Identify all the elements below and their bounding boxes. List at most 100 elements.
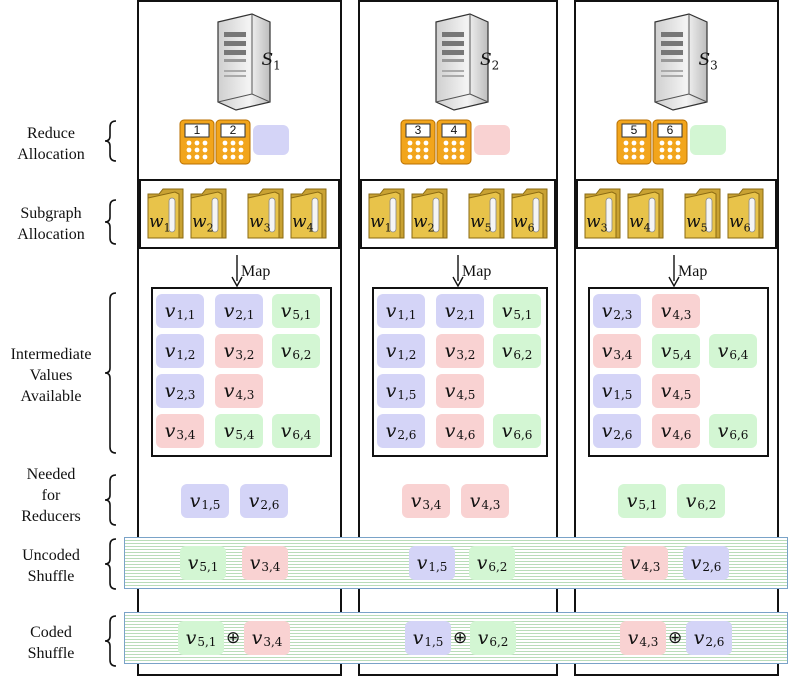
value-letter: v — [660, 300, 672, 322]
value-subscript: 4,3 — [639, 635, 659, 649]
row-label-line: Reducers — [21, 508, 81, 525]
folder-icon — [468, 188, 505, 239]
row-label-line: Shuffle — [27, 645, 75, 662]
map-label: Map — [462, 263, 492, 280]
value-letter: v — [501, 420, 513, 442]
server-label: S3 — [699, 50, 718, 72]
folder-icon — [727, 188, 764, 239]
value-subscript: 2,6 — [705, 635, 725, 649]
server-label-letter: S — [480, 50, 492, 70]
calculator-icon — [215, 119, 251, 165]
calculator-number: 3 — [414, 123, 422, 137]
value-letter: v — [717, 420, 729, 442]
value-subscript: 2,6 — [702, 560, 722, 574]
value-subscript: 3,4 — [176, 428, 196, 442]
value-letter: v — [416, 552, 428, 574]
value-subscript: 6,6 — [729, 428, 749, 442]
value-subscript: 5,1 — [197, 635, 217, 649]
value-letter: v — [385, 380, 397, 402]
value-subscript: 2,3 — [613, 308, 633, 322]
value-letter: v — [660, 420, 672, 442]
server-label-letter: S — [261, 50, 274, 70]
folder-icon — [368, 188, 405, 239]
reducer-color-swatch — [690, 125, 726, 155]
value-letter: v — [385, 340, 397, 362]
folder-icon — [147, 188, 184, 239]
folder-icon — [247, 188, 284, 239]
value-letter: v — [189, 490, 201, 512]
calculator-icon — [436, 119, 472, 165]
folder-icon — [411, 188, 448, 239]
value-letter: v — [690, 552, 702, 574]
value-subscript: 6,2 — [488, 560, 508, 574]
curly-brace-icon — [104, 538, 117, 590]
folder-icon — [190, 188, 227, 239]
folder-icon — [684, 188, 721, 239]
value-letter: v — [164, 340, 176, 362]
value-letter: v — [627, 627, 639, 649]
value-letter: v — [444, 420, 456, 442]
curly-brace-icon — [104, 120, 117, 162]
value-letter: v — [693, 627, 705, 649]
value-subscript: 5,4 — [235, 428, 255, 442]
value-letter: v — [685, 490, 697, 512]
row-label-line: for — [41, 487, 61, 504]
value-letter: v — [164, 380, 176, 402]
value-letter: v — [223, 420, 235, 442]
value-subscript: 4,5 — [456, 388, 476, 402]
value-letter: v — [501, 340, 513, 362]
value-letter: v — [629, 552, 641, 574]
value-subscript: 6,2 — [489, 635, 509, 649]
value-subscript: 2,6 — [260, 498, 280, 512]
row-label-line: Allocation — [17, 146, 85, 163]
xor-icon: ⊕ — [453, 628, 468, 648]
value-letter: v — [477, 627, 489, 649]
value-subscript: 1,2 — [397, 348, 417, 362]
value-letter: v — [280, 340, 292, 362]
folder-icon — [290, 188, 327, 239]
calculator-icon — [652, 119, 688, 165]
value-letter: v — [660, 380, 672, 402]
value-letter: v — [601, 380, 613, 402]
map-arrow-icon — [231, 255, 243, 287]
value-subscript: 1,1 — [176, 308, 196, 322]
server-icon — [653, 13, 708, 111]
value-letter: v — [187, 552, 199, 574]
folder-icon — [584, 188, 621, 239]
calculator-number: 6 — [666, 123, 674, 137]
value-subscript: 1,5 — [201, 498, 221, 512]
value-letter: v — [412, 627, 424, 649]
row-label-line: Coded — [30, 624, 72, 641]
calculator-icon — [616, 119, 652, 165]
value-letter: v — [164, 420, 176, 442]
calculator-number: 2 — [229, 123, 237, 137]
value-letter: v — [280, 420, 292, 442]
value-letter: v — [444, 300, 456, 322]
calculator-number: 5 — [630, 123, 638, 137]
value-subscript: 4,3 — [235, 388, 255, 402]
server-label-letter: S — [698, 50, 711, 70]
value-letter: v — [444, 340, 456, 362]
